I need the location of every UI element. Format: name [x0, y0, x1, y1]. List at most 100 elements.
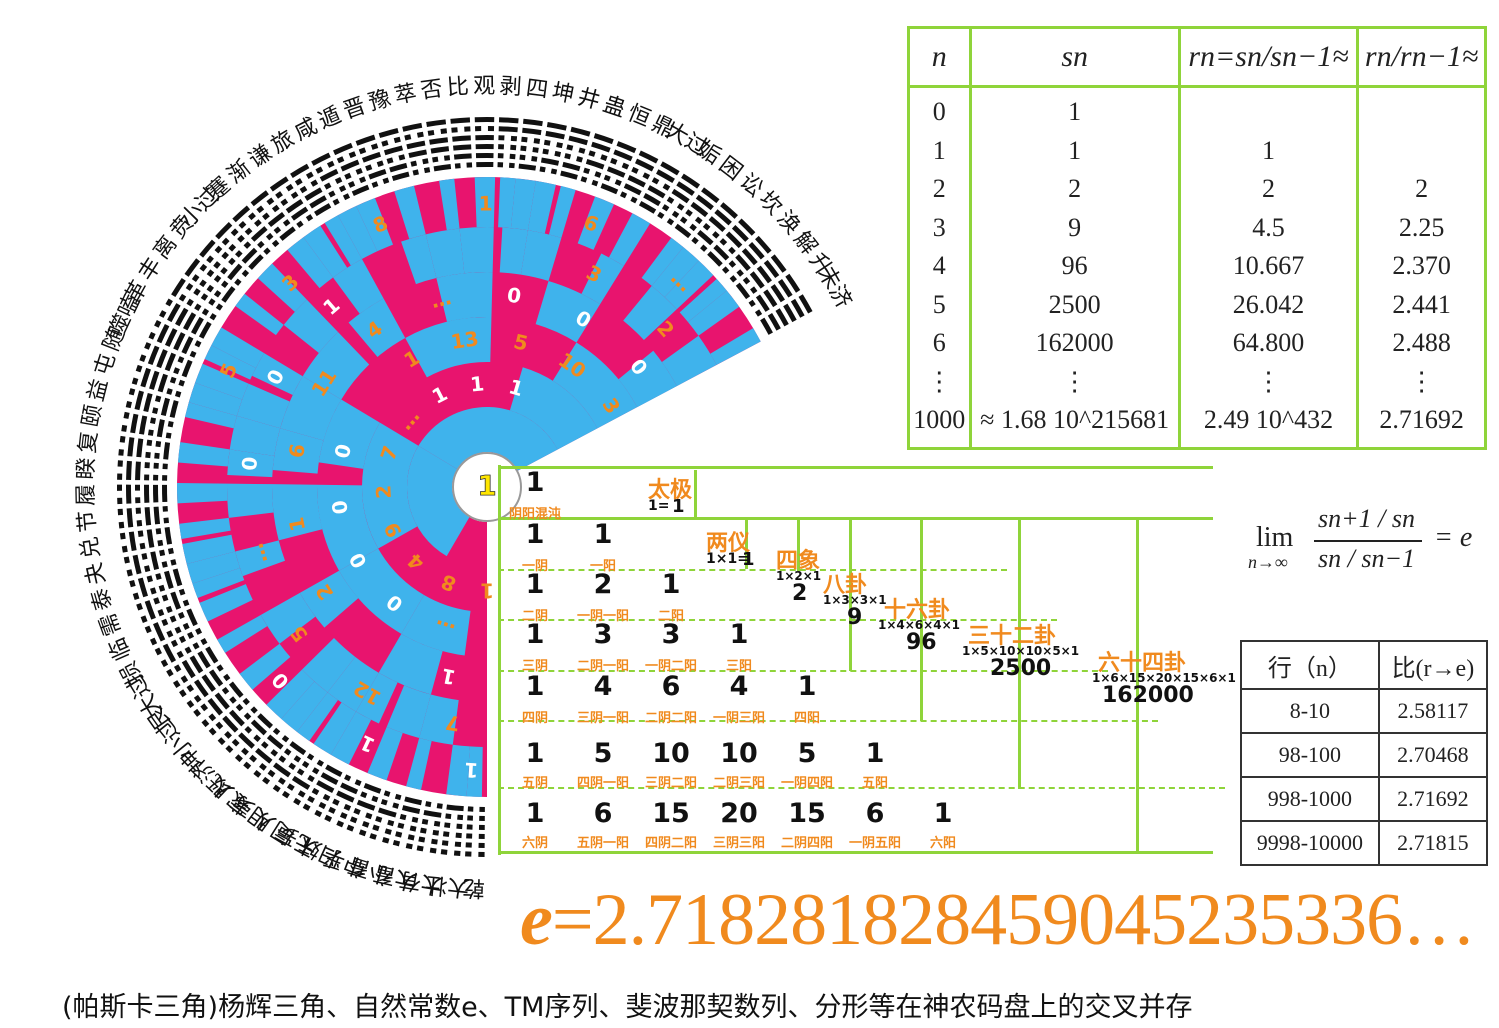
col-r: 比(r→e) [1377, 640, 1489, 690]
hexagram-line [208, 727, 217, 736]
hexagram-line [455, 832, 462, 839]
hexagram-line [283, 748, 292, 756]
hexagram-line [243, 761, 252, 770]
hexagram-line [282, 219, 291, 227]
hexagram-line [310, 179, 319, 187]
disk-segment [177, 442, 230, 467]
hexagram-line [153, 484, 159, 503]
disk-segment [186, 551, 240, 584]
hexagram-line [322, 793, 331, 802]
hexagram-line [144, 625, 152, 634]
hexagram-line [423, 167, 431, 174]
hexagram-line [398, 154, 406, 161]
hexagram-line [123, 411, 130, 419]
hexagram-line [657, 211, 665, 219]
hexagram-line [539, 166, 546, 173]
hexagram-line [200, 637, 208, 646]
hexagram-line [719, 238, 728, 246]
hexagram-line [135, 461, 141, 481]
hexagram-line [243, 712, 252, 721]
disk-segment [333, 259, 384, 314]
disk-segment [299, 570, 359, 628]
hexagram-line [614, 179, 622, 186]
hexagram-line [420, 827, 427, 834]
hexagram-line [238, 220, 247, 229]
hexagram-line [603, 174, 611, 182]
hexagram-line [161, 561, 168, 568]
hexagram-line [286, 783, 295, 791]
hexagram-line [297, 790, 306, 798]
hexagram-line [593, 133, 614, 145]
sn-cell: ⋮ [907, 362, 972, 401]
hexagram-line [129, 579, 136, 588]
hexagram-line [172, 568, 183, 587]
hexagram-line [181, 359, 193, 378]
hexagram-line [422, 158, 429, 165]
disk-segment [418, 407, 558, 471]
hexagram-line [566, 144, 574, 151]
hexagram-line [394, 793, 402, 801]
hexagram-line [721, 266, 730, 274]
hexagram-line [588, 150, 596, 157]
sn-cell: 96 [968, 247, 1181, 286]
hexagram-line [216, 664, 224, 672]
hexagram-line [253, 734, 261, 743]
hexagram-line [306, 753, 315, 761]
hexagram-name: 豫 [366, 86, 394, 116]
sn-cell: 6 [907, 324, 972, 363]
hexagram-line [164, 527, 173, 545]
hexagram-line [256, 205, 265, 214]
hexagram-line [162, 463, 168, 470]
hexagram-line [242, 697, 250, 706]
hexagram-line [230, 228, 239, 237]
hexagram-line [162, 484, 168, 503]
hexagram-line [147, 429, 154, 436]
disk-segment [272, 428, 324, 474]
hexagram-line [136, 603, 143, 611]
disk-segment [296, 692, 338, 742]
e-symbol: e [520, 879, 553, 961]
hexagram-line [144, 342, 152, 350]
hexagram-line [121, 545, 128, 553]
hexagram-line [302, 803, 311, 811]
disk-segment [337, 205, 378, 260]
hexagram-line [248, 254, 264, 270]
hexagram-line [128, 388, 136, 396]
hexagram-line [241, 269, 250, 278]
disk-segment [348, 298, 406, 357]
hexagram-line [182, 622, 190, 630]
hexagram-name: 未济 [812, 262, 856, 313]
hexagram-line [738, 218, 756, 236]
hexagram-line [169, 376, 177, 384]
hexagram-line [139, 542, 146, 550]
hexagram-line [382, 177, 390, 184]
hexagram-line [293, 755, 302, 763]
sn-cell: 2 [1356, 170, 1487, 209]
fan-label: 0 [506, 283, 523, 309]
fan-label: 0 [327, 499, 353, 516]
hexagram-line [165, 605, 173, 614]
hexagram-line [228, 257, 236, 266]
hexagram-line [157, 373, 168, 393]
hexagram-line [404, 796, 422, 806]
hexagram-line [153, 474, 159, 481]
sn-cell: 1000 [907, 401, 972, 448]
hexagram-line [382, 837, 390, 844]
hexagram-line [546, 122, 567, 131]
hexagram-line [275, 191, 283, 199]
ratio-cell: 2.70468 [1377, 732, 1489, 778]
disk-segment [204, 345, 256, 380]
hexagram-line [201, 308, 210, 316]
hexagram-line [200, 703, 209, 712]
hexagram-line [742, 276, 751, 285]
hexagram-line [478, 833, 485, 839]
hexagram-line [402, 122, 423, 132]
hexagram-line [184, 258, 201, 277]
hexagram-line [453, 153, 472, 160]
fan-label: 1 [469, 371, 485, 396]
hexagram-line [135, 484, 141, 491]
sn-cell: 4.5 [1177, 208, 1360, 247]
disk-segment [287, 237, 334, 289]
